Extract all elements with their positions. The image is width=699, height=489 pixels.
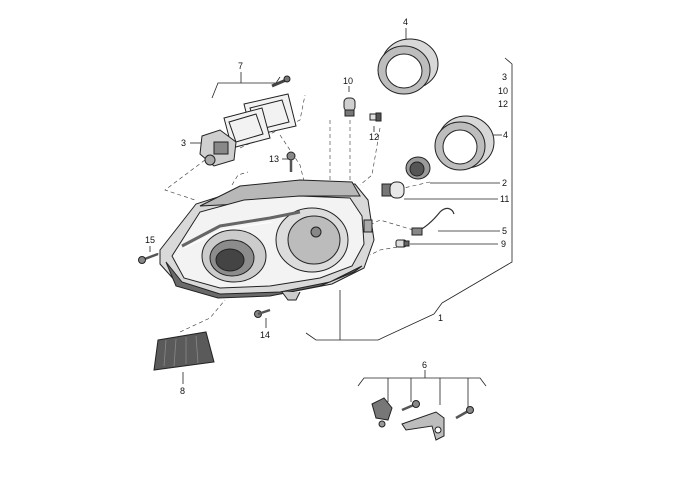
callout-10-right: 10	[498, 86, 508, 96]
callout-11: 11	[500, 194, 509, 204]
callout-13: 13	[269, 154, 279, 164]
callout-9: 9	[501, 239, 506, 249]
repair-kit	[371, 397, 474, 441]
headlamp-bulb	[381, 181, 405, 199]
callout-10-top: 10	[343, 76, 353, 86]
callout-8: 8	[180, 386, 185, 396]
callout-1: 1	[438, 313, 443, 323]
headlight-housing	[159, 179, 375, 301]
leader-lines	[149, 28, 513, 408]
callout-6: 6	[422, 360, 427, 370]
callout-7: 7	[238, 61, 243, 71]
wiring-bulb-holder	[411, 207, 455, 236]
callout-12-right: 12	[498, 99, 508, 109]
side-marker-bulb	[395, 239, 410, 248]
control-module	[199, 129, 237, 167]
ring-bezel-right	[434, 115, 495, 171]
callout-4-top: 4	[403, 17, 408, 27]
ring-bezel-top	[377, 38, 439, 95]
screw-15	[138, 252, 159, 264]
callout-15: 15	[145, 235, 155, 245]
callout-2: 2	[502, 178, 507, 188]
screw-13	[286, 151, 296, 172]
bulb-small	[343, 97, 356, 117]
callout-14: 14	[260, 330, 270, 340]
callout-3-left: 3	[181, 138, 186, 148]
callout-12-mid: 12	[369, 132, 379, 142]
callout-3-right: 3	[502, 72, 507, 82]
callout-5: 5	[502, 226, 507, 236]
bulb-socket	[405, 156, 431, 180]
screw-14	[254, 308, 271, 318]
callout-4-right: 4	[503, 130, 508, 140]
callout-numbers: 4 7 10 3 12 13 3 10 12 4 2 11 5 9 15 1 1…	[145, 17, 509, 396]
cover-gasket-set	[223, 75, 297, 149]
bulb-mini	[369, 112, 382, 122]
reflector-trim	[153, 331, 215, 371]
